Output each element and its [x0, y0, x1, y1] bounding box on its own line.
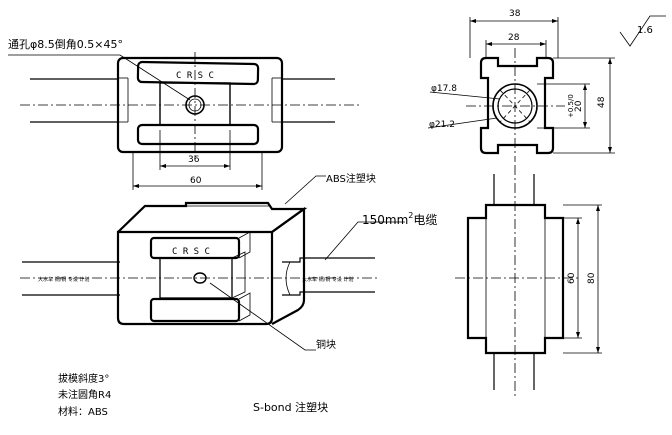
- side-outer-width-dim: 38: [509, 9, 521, 19]
- isometric-view: [20, 175, 405, 351]
- cable-left-print: 大水车 铜/铜 专设 计划: [38, 276, 89, 283]
- front-view: [8, 52, 360, 190]
- cable-callout: 150mm2电缆: [362, 211, 437, 227]
- side-view: [427, 15, 666, 162]
- note-draft-angle: 拔模斜度3°: [58, 372, 109, 385]
- front-brand-label: C R S C: [176, 71, 214, 81]
- front-outer-width-dim: 60: [190, 176, 202, 186]
- note-material: 材料：ABS: [58, 405, 108, 418]
- side-height-dim: 48: [597, 96, 607, 108]
- dia-inner-label: φ21.2: [429, 120, 455, 130]
- abs-block-callout: ABS注塑块: [326, 172, 376, 185]
- through-hole-callout: 通孔φ8.5倒角0.5×45°: [8, 38, 123, 51]
- roughness-value: 1.6: [637, 25, 653, 36]
- side-bore-tolerance: +0.5/0: [567, 94, 575, 118]
- top-view: [455, 165, 602, 398]
- cable-right-print: 大水车 铜/铜 专设 计划: [302, 276, 353, 283]
- copper-block-callout: 铜块: [316, 339, 336, 351]
- top-outer-height-dim: 80: [587, 272, 597, 284]
- side-inner-width-dim: 28: [508, 33, 520, 43]
- iso-brand-label: C R S C: [172, 247, 210, 257]
- top-inner-height-dim: 60: [567, 272, 577, 284]
- note-fillet: 未注圆角R4: [58, 388, 111, 401]
- drawing-title: S-bond 注塑块: [253, 400, 328, 414]
- front-inner-width-dim: 36: [188, 155, 200, 165]
- side-bore-dim: 20: [574, 100, 584, 112]
- dia-outer-label: φ17.8: [431, 84, 457, 94]
